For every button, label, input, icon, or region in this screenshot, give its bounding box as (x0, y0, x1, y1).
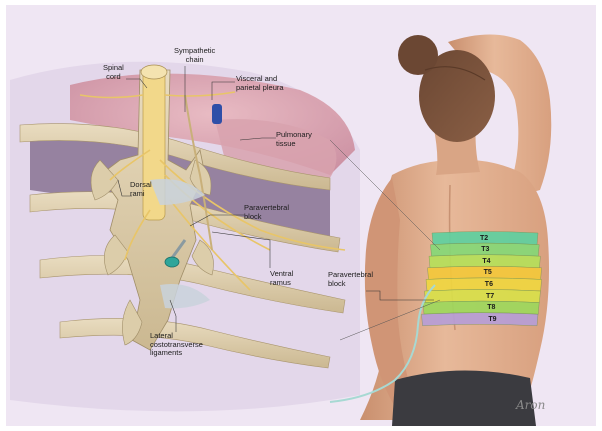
pants (392, 370, 536, 426)
label-line: Visceral and (236, 74, 278, 83)
dermatome-band-t9 (421, 312, 539, 327)
label-line: tissue (276, 138, 296, 148)
ligament (150, 179, 205, 205)
label-line: cord (106, 71, 121, 81)
dermatome-band-t7 (424, 289, 541, 303)
label-line: Ventral (270, 269, 294, 278)
needle (164, 239, 187, 268)
hair (419, 50, 495, 142)
label-pulmonary-tissue: Pulmonary tissue (276, 130, 312, 148)
label-line: rami (130, 188, 145, 198)
dermatome-label-t7: T7 (486, 292, 495, 300)
dermatome-band-t6 (425, 277, 542, 292)
label-line: Paravertebral (244, 203, 290, 212)
dermatome-label-t5: T5 (483, 269, 492, 277)
label-dorsal-rami: Dorsal rami (130, 180, 152, 198)
dermatome-bands (421, 231, 542, 327)
dermatome-band-t8 (422, 300, 540, 315)
label-line: chain (185, 54, 204, 64)
label-pleura: Visceral and parietal pleura (236, 74, 284, 92)
label-line: Dorsal (130, 180, 152, 189)
label-line: block (328, 278, 346, 288)
label-sympathetic-chain: Sympathetic chain (174, 46, 216, 64)
label-line: ligaments (150, 348, 183, 357)
dermatome-label-t8: T8 (487, 304, 496, 312)
label-line: block (244, 211, 262, 221)
connector-lines (329, 139, 441, 341)
label-lateral-costotransverse: Lateral costotransverse ligaments (150, 331, 203, 358)
leader-lines (117, 66, 434, 332)
label-ventral-ramus: Ventral ramus (270, 269, 294, 287)
label-paravertebral-block-back: Paravertebral block (328, 270, 374, 288)
catheter (329, 284, 436, 403)
label-line: costotransverse (150, 339, 203, 349)
dermatome-label-t3: T3 (481, 246, 490, 254)
label-spinal-cord: Spinal cord (103, 63, 124, 81)
artist-signature: Aron (516, 398, 546, 412)
label-line: Spinal (103, 63, 124, 72)
dermatome-label-t6: T6 (484, 280, 493, 288)
blood-vessel (212, 104, 222, 124)
pulmonary-tissue (215, 119, 337, 185)
nerves (79, 91, 346, 291)
label-line: Pulmonary (276, 130, 312, 139)
label-line: Sympathetic (174, 46, 216, 55)
anatomy-inset (10, 61, 360, 412)
dermatome-label-t4: T4 (482, 257, 491, 265)
label-line: parietal pleura (236, 82, 284, 92)
label-line: ramus (270, 277, 291, 287)
label-paravertebral-block-inset: Paravertebral block (244, 203, 290, 221)
dermatome-label-t2: T2 (480, 234, 489, 242)
label-line: Lateral (150, 331, 173, 340)
hair-bun (398, 35, 438, 75)
label-line: Paravertebral (328, 270, 374, 279)
dermatome-label-t9: T9 (488, 315, 497, 323)
